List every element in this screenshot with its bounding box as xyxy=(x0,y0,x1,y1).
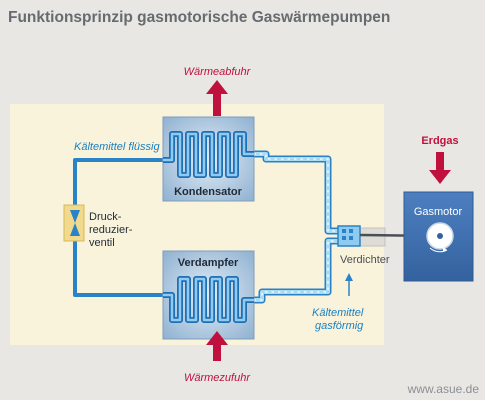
gas-flow-arrow-icon xyxy=(345,273,353,296)
page-title: Funktionsprinzip gasmotorische Gaswärmep… xyxy=(8,9,390,26)
heat-in-arrow-icon xyxy=(206,331,228,361)
valve-label-line3: ventil xyxy=(89,237,115,249)
heat-out-arrow-icon xyxy=(206,80,228,116)
footer-url: www.asue.de xyxy=(407,382,480,396)
natural-gas-arrow-icon xyxy=(429,152,451,184)
evaporator-label: Verdampfer xyxy=(178,257,239,269)
evaporator: Verdampfer xyxy=(162,250,255,340)
natural-gas-label: Erdgas xyxy=(421,135,458,147)
liquid-pipe xyxy=(73,158,165,297)
gas-motor-label: Gasmotor xyxy=(414,206,463,218)
condenser-label: Kondensator xyxy=(174,186,243,198)
valve-label-line1: Druck- xyxy=(89,211,122,223)
condenser: Kondensator xyxy=(162,116,255,202)
gas-refrigerant-label-line1: Kältemittel xyxy=(312,307,364,319)
gas-pipe xyxy=(250,150,344,304)
heat-out-label: Wärmeabfuhr xyxy=(184,66,252,78)
liquid-refrigerant-label: Kältemittel flüssig xyxy=(74,141,160,153)
compressor-label: Verdichter xyxy=(340,254,390,266)
pressure-reducing-valve xyxy=(63,204,85,242)
gas-motor: Gasmotor xyxy=(403,191,474,282)
gas-refrigerant-label-line2: gasförmig xyxy=(315,320,364,332)
heat-in-label: Wärmezufuhr xyxy=(184,372,251,384)
valve-label-line2: reduzier- xyxy=(89,224,133,236)
compressor: Verdichter xyxy=(337,225,390,266)
